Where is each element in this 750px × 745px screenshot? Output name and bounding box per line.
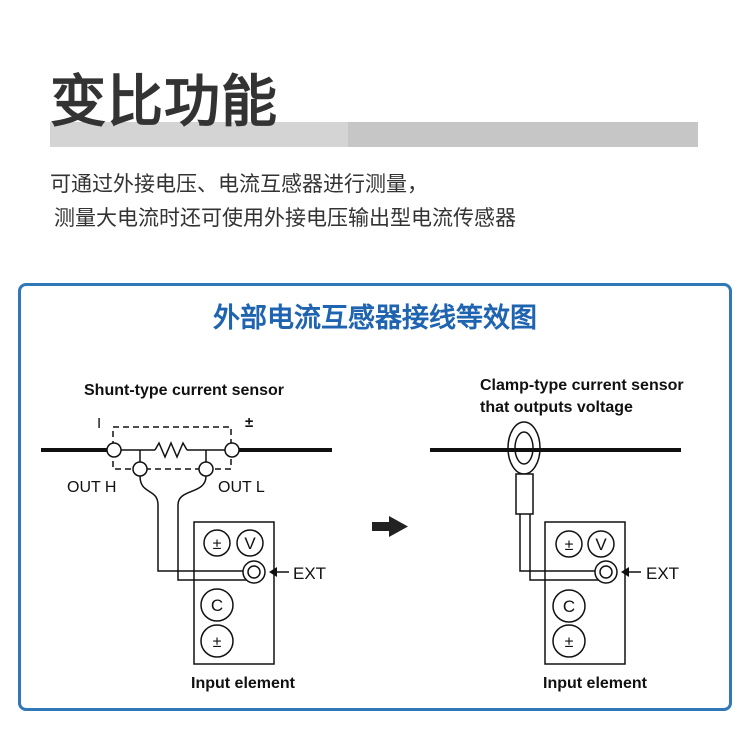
shunt-sensor-diagram: Shunt-type current sensor I ± OUT H OUT … (41, 382, 332, 692)
out-l-node (198, 461, 214, 477)
ext-label: EXT (646, 564, 679, 583)
ext-pointer-icon (269, 567, 289, 577)
jack-pm-bottom: ± (200, 624, 234, 658)
wire-out-h (139, 475, 248, 572)
jack-ext (242, 560, 266, 584)
wire-clamp-1 (519, 514, 600, 572)
input-element-box (544, 521, 626, 665)
description-line-1: 可通过外接电压、电流互感器进行测量， (50, 172, 428, 196)
right-arrow-icon (372, 516, 408, 537)
jack-pm-top: ± (203, 529, 231, 557)
clamp-sensor-label-2: that outputs voltage (480, 399, 633, 416)
terminal-i-label: I (97, 415, 101, 432)
terminal-pm-node (224, 442, 240, 458)
ext-label: EXT (293, 564, 326, 583)
title-underline-light (50, 122, 348, 147)
clamp-sensor-label-1: Clamp-type current sensor (480, 377, 684, 394)
diagram-title: 外部电流互感器接线等效图 (213, 303, 537, 334)
wire-out-l (177, 475, 250, 581)
shunt-dashed-outline (112, 426, 232, 470)
resistor-icon (154, 441, 188, 459)
svg-text:V: V (595, 535, 607, 554)
title-underline-dark (348, 122, 698, 147)
out-h-node (132, 461, 148, 477)
jack-v: V (236, 529, 264, 557)
svg-text:C: C (563, 597, 575, 616)
jack-ext (594, 560, 618, 584)
jack-c: C (552, 589, 586, 623)
terminal-pm-label: ± (245, 414, 253, 431)
svg-text:±: ± (213, 536, 222, 553)
out-l-label: OUT L (218, 479, 265, 496)
page-title: 变比功能 (50, 70, 278, 135)
input-element-label: Input element (191, 675, 296, 692)
wire-clamp-2 (529, 514, 602, 581)
jack-c: C (200, 588, 234, 622)
terminal-i-node (106, 442, 122, 458)
input-element-box (193, 521, 275, 665)
svg-text:±: ± (213, 634, 222, 651)
jack-pm-top: ± (555, 530, 583, 558)
out-h-label: OUT H (67, 479, 116, 496)
svg-text:V: V (244, 534, 256, 553)
diagram-frame (18, 283, 732, 711)
input-element-label: Input element (543, 675, 648, 692)
shunt-sensor-label: Shunt-type current sensor (84, 382, 284, 399)
svg-text:C: C (211, 596, 223, 615)
svg-text:±: ± (565, 537, 574, 554)
clamp-sensor-diagram: Clamp-type current sensor that outputs v… (430, 377, 684, 692)
svg-text:±: ± (565, 634, 574, 651)
ext-pointer-icon (621, 567, 641, 577)
clamp-handle (515, 473, 534, 515)
jack-pm-bottom: ± (552, 624, 586, 658)
description-line-2: 测量大电流时还可使用外接电压输出型电流传感器 (54, 206, 516, 230)
jack-v: V (587, 530, 615, 558)
